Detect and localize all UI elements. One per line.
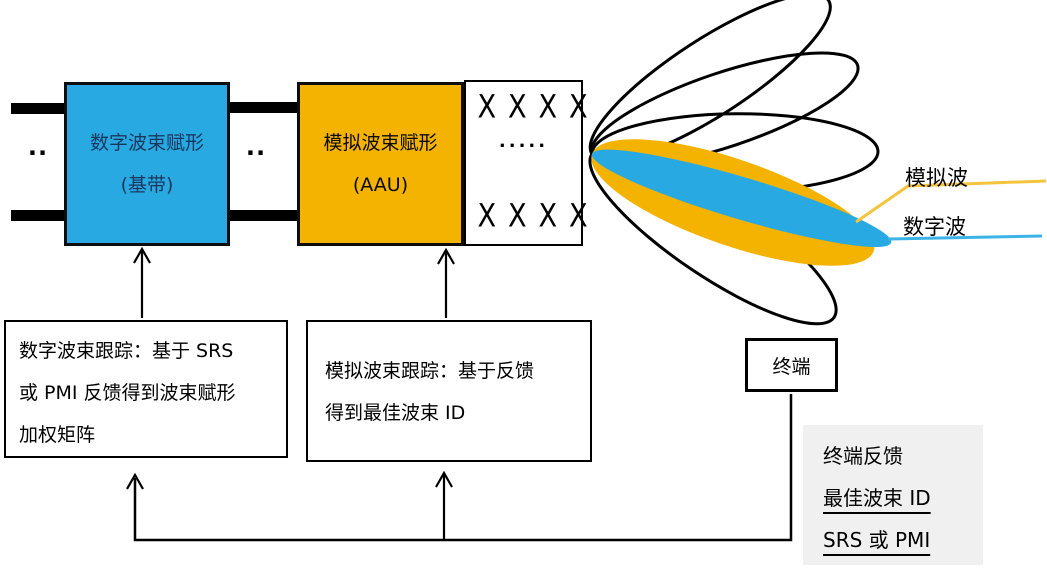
analog-wave-callout-line: [855, 179, 1047, 224]
port-ellipsis-left: ..: [27, 133, 49, 161]
digital-beam-lobe: [591, 149, 892, 247]
antenna-elements-ellipsis: .....: [498, 131, 549, 152]
analog-tracking-line1: 模拟波束跟踪：基于反馈: [325, 360, 535, 382]
digital-tracking-line3: 加权矩阵: [19, 424, 96, 446]
analog-tracking-note: 模拟波束跟踪：基于反馈 得到最佳波束 ID: [306, 320, 592, 462]
terminal-block: 终端: [745, 338, 838, 392]
digital-wave-label: 数字波: [903, 215, 966, 239]
digital-wave-callout-line: [887, 234, 1043, 241]
feedback-path: [133, 394, 793, 542]
port-bar: [11, 210, 67, 221]
analog-beamforming-label: 模拟波束赋形: [323, 132, 438, 154]
arrow-analog-tracking: [437, 247, 455, 318]
digital-beamforming-block: 数字波束赋形 (基带): [64, 82, 230, 246]
analog-tracking-line2: 得到最佳波束 ID: [325, 402, 466, 424]
feedback-arrowhead-digital: [126, 472, 144, 490]
digital-beamforming-label: 数字波束赋形: [89, 132, 204, 154]
digital-tracking-line2: 或 PMI 反馈得到波束赋形: [19, 382, 236, 404]
analog-beamforming-block: 模拟波束赋形 (AAU): [297, 82, 464, 246]
port-bar: [228, 210, 299, 221]
antenna-elements-row-bottom: X X X X: [477, 197, 590, 235]
terminal-label: 终端: [772, 355, 811, 378]
antenna-array-panel: X X X X ..... X X X X: [464, 80, 590, 246]
feedback-item-srs-pmi: SRS 或 PMI: [823, 528, 931, 552]
port-ellipsis-middle: ..: [245, 133, 267, 161]
arrow-digital-tracking: [133, 246, 151, 318]
terminal-feedback-panel: 终端反馈 最佳波束 ID SRS 或 PMI: [803, 425, 983, 565]
digital-tracking-line1: 数字波束跟踪：基于 SRS: [19, 340, 234, 362]
digital-beamforming-sublabel: (基带): [120, 174, 174, 196]
feedback-item-best-beam-id: 最佳波束 ID: [823, 486, 931, 510]
analog-beamforming-sublabel: (AAU): [352, 174, 409, 196]
digital-tracking-note: 数字波束跟踪：基于 SRS 或 PMI 反馈得到波束赋形 加权矩阵: [4, 320, 288, 458]
port-bar: [228, 102, 299, 113]
port-bar: [11, 103, 67, 114]
antenna-port-bars: [11, 102, 299, 221]
feedback-arrow-analog: [435, 470, 453, 540]
analog-wave-label: 模拟波: [905, 166, 968, 190]
feedback-title: 终端反馈: [823, 444, 903, 468]
antenna-elements-row-top: X X X X: [477, 88, 590, 126]
